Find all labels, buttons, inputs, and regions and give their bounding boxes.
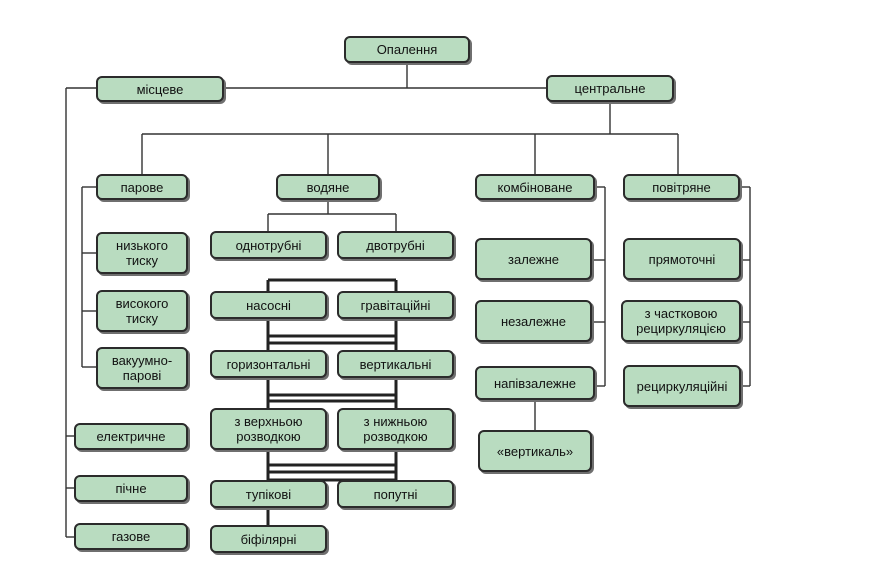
node-steam: парове: [96, 174, 188, 200]
node-vertical: вертикальні: [337, 350, 454, 378]
node-top-wiring: з верхньою розводкою: [210, 408, 327, 450]
node-water: водяне: [276, 174, 380, 200]
node-dead-end: тупікові: [210, 480, 327, 508]
node-stove: пічне: [74, 475, 188, 502]
node-high-pressure: високого тиску: [96, 290, 188, 332]
node-recirc: рециркуляційні: [623, 365, 741, 407]
node-vertikal: «вертикаль»: [478, 430, 592, 472]
node-passing: попутні: [337, 480, 454, 508]
node-central: центральне: [546, 75, 674, 102]
node-horizontal: горизонтальні: [210, 350, 327, 378]
node-electric: електричне: [74, 423, 188, 450]
node-low-pressure: низького тиску: [96, 232, 188, 274]
node-semi-dependent: напівзалежне: [475, 366, 595, 400]
node-bottom-wiring: з нижньою розводкою: [337, 408, 454, 450]
node-gravity: гравітаційні: [337, 291, 454, 319]
node-local: місцеве: [96, 76, 224, 102]
node-partial-recirc: з частковою рециркуляцією: [621, 300, 741, 342]
node-single-pipe: однотрубні: [210, 231, 327, 259]
node-pump: насосні: [210, 291, 327, 319]
node-air: повітряне: [623, 174, 740, 200]
node-bifilar: біфілярні: [210, 525, 327, 553]
node-gas: газове: [74, 523, 188, 550]
node-combined: комбіноване: [475, 174, 595, 200]
node-two-pipe: двотрубні: [337, 231, 454, 259]
node-root: Опалення: [344, 36, 470, 63]
node-direct-flow: прямоточні: [623, 238, 741, 280]
node-vacuum-steam: вакуумно- парові: [96, 347, 188, 389]
node-independent: незалежне: [475, 300, 592, 342]
node-dependent: залежне: [475, 238, 592, 280]
